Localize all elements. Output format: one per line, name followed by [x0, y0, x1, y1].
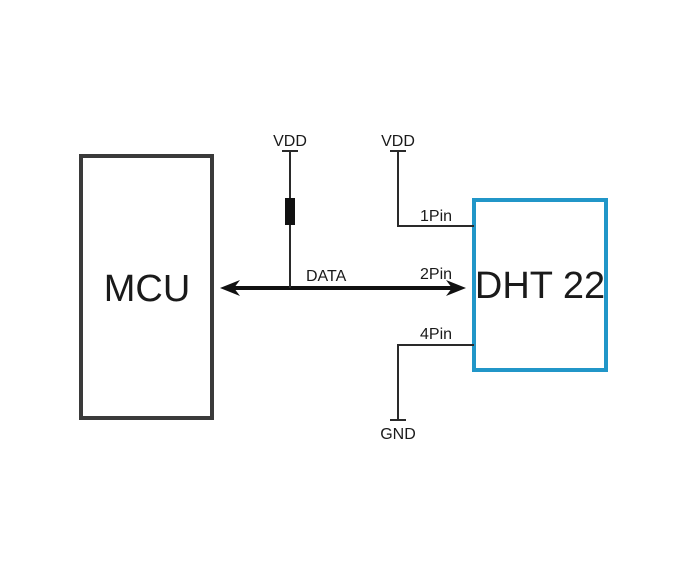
dht22-label: DHT 22	[475, 265, 605, 307]
data-bus: DATA 2Pin	[220, 266, 466, 296]
pin1-wire	[397, 151, 474, 227]
pin2-label: 2Pin	[420, 266, 452, 283]
mcu-label: MCU	[104, 268, 191, 310]
mcu-block: MCU	[79, 154, 214, 420]
mcu-box	[79, 154, 214, 420]
pullup-vdd-label: VDD	[273, 133, 307, 150]
pin4-wire	[397, 344, 474, 420]
data-bus-arrow-right-icon	[446, 280, 466, 296]
pin1-branch: VDD 1Pin	[381, 133, 474, 227]
pullup-resistor-icon	[285, 198, 295, 225]
data-label: DATA	[306, 268, 347, 285]
data-bus-arrow-left-icon	[220, 280, 240, 296]
gnd-label: GND	[380, 426, 416, 443]
dht22-block: DHT 22	[472, 198, 608, 372]
pin1-vdd-label: VDD	[381, 133, 415, 150]
pin4-label: 4Pin	[420, 326, 452, 343]
pin1-label: 1Pin	[420, 208, 452, 225]
dht22-box	[472, 198, 608, 372]
pin4-branch: 4Pin GND	[380, 326, 474, 443]
pullup-resistor-branch: VDD	[273, 133, 307, 288]
